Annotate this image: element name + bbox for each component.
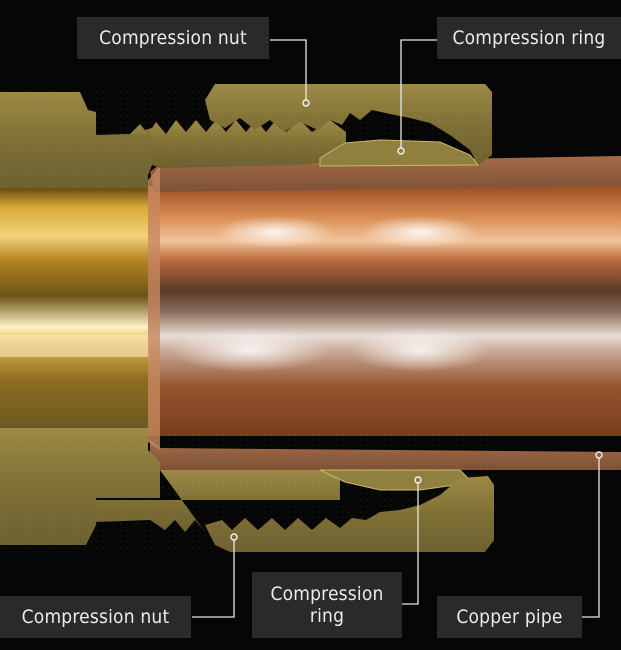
- leader-copper-pipe: [582, 458, 600, 618]
- leader-endpoints: [230, 99, 603, 541]
- leader-lines: [192, 39, 600, 618]
- leader-bottom-ring: [402, 483, 419, 605]
- marker-bottom-ring-icon: [414, 476, 422, 484]
- leader-top-nut: [270, 39, 307, 100]
- fitting-bore: [0, 188, 150, 428]
- label-compression-ring-top: Compression ring: [437, 17, 621, 59]
- label-text: Compression nut: [21, 606, 170, 628]
- label-text: Compression ring: [452, 27, 606, 49]
- marker-top-nut-icon: [302, 99, 310, 107]
- label-compression-nut-bottom: Compression nut: [0, 596, 191, 638]
- marker-bottom-nut-icon: [230, 533, 238, 541]
- label-text-line2: ring: [309, 605, 345, 627]
- label-compression-nut-top: Compression nut: [77, 17, 269, 59]
- label-text: Compression nut: [99, 27, 247, 49]
- leader-top-ring: [400, 39, 437, 148]
- label-text-line1: Compression: [270, 583, 384, 605]
- label-text: Copper pipe: [456, 606, 563, 628]
- marker-copper-pipe-icon: [595, 451, 603, 459]
- marker-top-ring-icon: [397, 147, 405, 155]
- label-copper-pipe: Copper pipe: [437, 596, 582, 638]
- leader-bottom-nut: [192, 540, 235, 618]
- label-compression-ring-bottom: Compression ring: [252, 572, 402, 638]
